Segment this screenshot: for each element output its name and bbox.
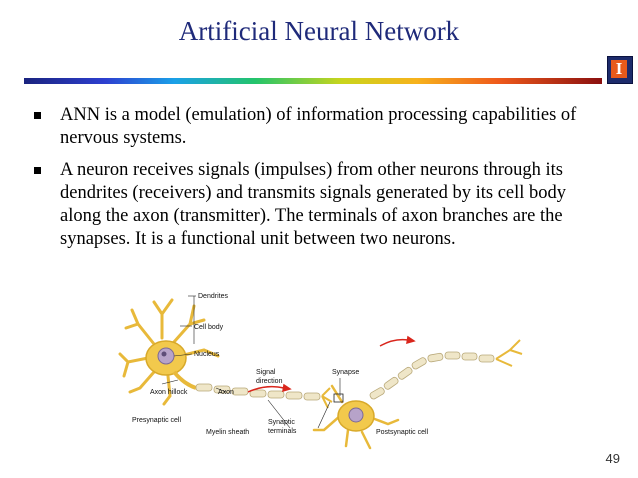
logo-letter: I [611,60,627,78]
postsynaptic-dendrites [312,384,400,450]
slide-title: Artificial Neural Network [178,16,460,46]
bullet-item: ANN is a model (emulation) of informatio… [34,104,594,150]
bullet-item: A neuron receives signals (impulses) fro… [34,159,594,251]
presynaptic-dendrites [118,298,220,406]
postsynaptic-nucleus [348,407,364,423]
bullet-square-icon [34,112,41,119]
axon-hillock [172,370,197,390]
bullet-list: ANN is a model (emulation) of informatio… [34,104,594,260]
label-nucleus: Nucleus [194,351,220,358]
label-presynaptic-cell: Presynaptic cell [132,417,181,424]
label-synaptic: Synaptic [268,419,295,426]
synaptic-terminals [321,387,333,409]
neuron-diagram: Dendrites Cell body Nucleus Axon hillock… [118,293,523,450]
label-direction: direction [256,378,283,385]
label-axon: Axon [218,389,234,396]
bullet-text: A neuron receives signals (impulses) fro… [60,160,567,249]
bullet-text: ANN is a model (emulation) of informatio… [60,105,577,148]
label-postsynaptic-cell: Postsynaptic cell [376,429,429,436]
label-dendrites: Dendrites [198,293,228,300]
myelin-sheath [195,383,321,401]
label-signal: Signal [256,369,276,376]
label-axon-hillock: Axon hillock [150,389,188,396]
nucleus [157,347,175,365]
signal-arrow-icon [247,335,416,393]
university-logo: I [607,56,633,84]
label-synapse: Synapse [332,369,359,376]
nucleolus [161,351,167,357]
label-myelin-sheath: Myelin sheath [206,429,249,436]
page-number: 49 [605,451,620,466]
label-cell-body: Cell body [194,324,224,331]
leader-lines [161,295,341,429]
title-underline-gradient [24,78,602,84]
axon-terminal-branches [495,339,523,367]
bullet-square-icon [34,167,41,174]
synapse-box [333,393,344,403]
postsynaptic-myelin [369,351,495,400]
label-terminals: terminals [268,428,297,435]
